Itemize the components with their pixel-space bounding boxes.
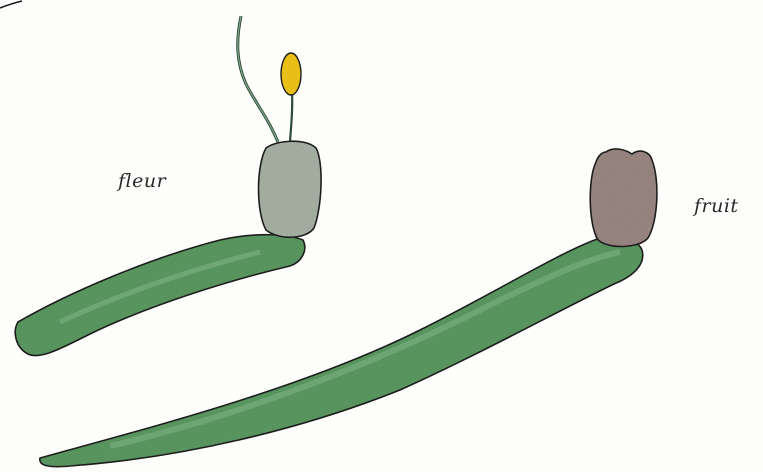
flower-style-inner: [238, 16, 278, 142]
flower-illustration: [15, 16, 321, 356]
flower-ovary: [259, 141, 322, 237]
fruit-label: fruit: [694, 195, 739, 217]
flower-label: fleur: [118, 170, 166, 192]
anther: [281, 53, 301, 95]
fruit-body: [590, 149, 657, 247]
flower-stem: [15, 235, 305, 356]
corner-stroke: [0, 1, 22, 8]
stamen-filament: [290, 94, 292, 142]
